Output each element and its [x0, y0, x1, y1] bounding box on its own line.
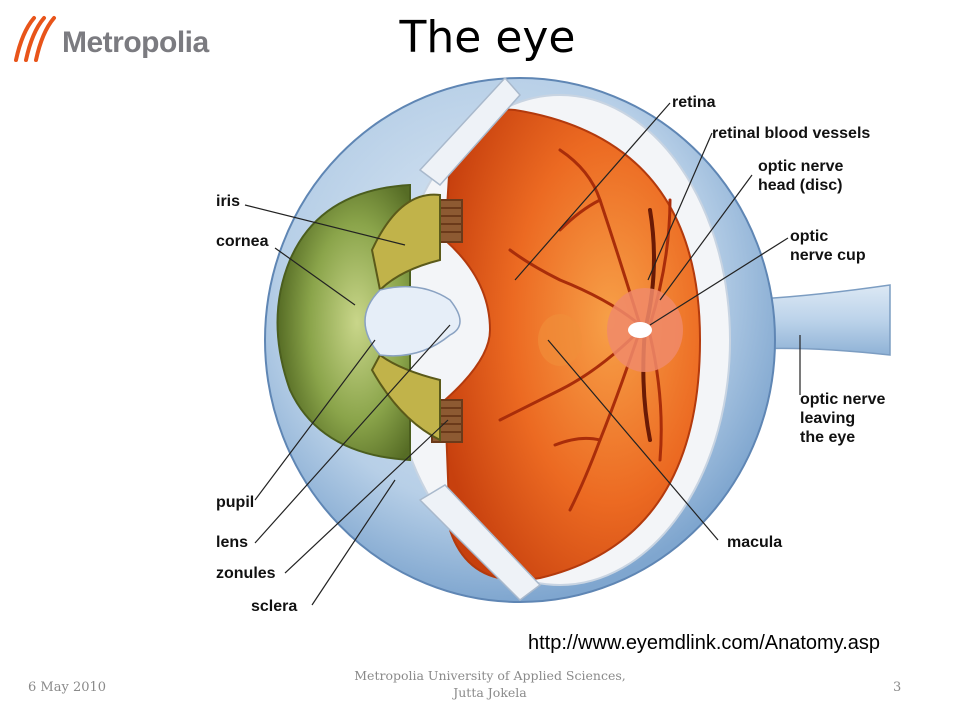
slide-title: The eye: [399, 12, 576, 63]
label-sclera: sclera: [251, 598, 298, 615]
label-zonules: zonules: [216, 565, 276, 582]
source-link[interactable]: http://www.eyemdlink.com/Anatomy.asp: [528, 632, 880, 654]
optic-cup-shape: [628, 322, 652, 338]
logo-text: Metropolia: [62, 26, 209, 59]
metropolia-logo: Metropolia: [12, 10, 227, 66]
eye-anatomy-diagram: [244, 76, 891, 606]
label-optic-nerve-leaving: optic nerve leaving the eye: [800, 391, 886, 446]
macula-shape: [538, 314, 582, 366]
footer-page-number: 3: [893, 680, 902, 695]
footer-organization-line2: Jutta Jokela: [453, 685, 527, 700]
label-cornea: cornea: [216, 233, 269, 250]
footer-organization-line1: Metropolia University of Applied Science…: [354, 668, 626, 683]
label-retinal-blood-vessels: retinal blood vessels: [712, 125, 871, 142]
iris-shape: [370, 193, 441, 293]
pupil-lens-shape: [364, 285, 461, 357]
label-optic-nerve-head: optic nerve head (disc): [758, 158, 844, 194]
footer-organization: Metropolia University of Applied Science…: [340, 667, 640, 701]
label-retina: retina: [672, 94, 716, 111]
label-lens: lens: [216, 534, 249, 551]
footer-date: 6 May 2010: [28, 680, 107, 695]
label-iris: iris: [216, 193, 241, 210]
label-pupil: pupil: [216, 494, 255, 511]
label-leader-lines: [244, 102, 801, 606]
label-optic-nerve-cup: optic nerve cup: [790, 228, 866, 264]
label-macula: macula: [727, 534, 783, 551]
metropolia-logo-mark-icon: [14, 16, 56, 62]
